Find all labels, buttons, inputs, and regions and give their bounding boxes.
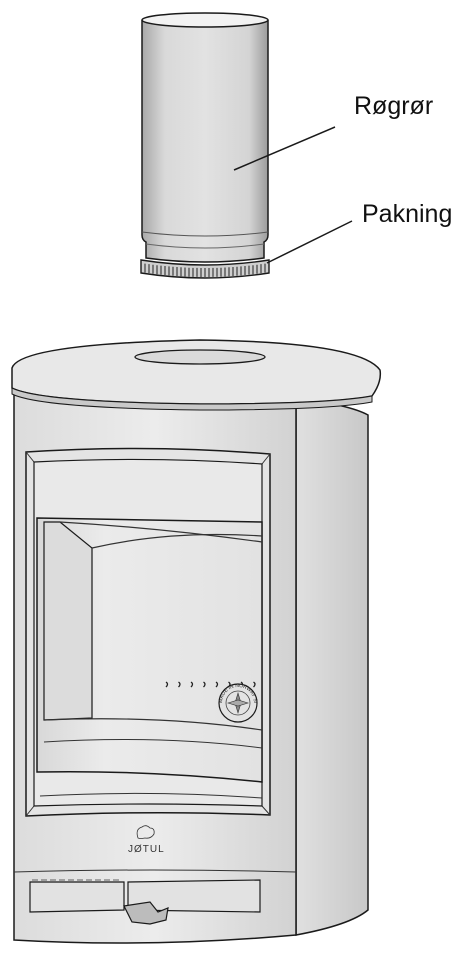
flue-pipe bbox=[142, 13, 268, 262]
flue-pipe-label: Røgrør bbox=[354, 94, 433, 119]
brand-text: JØTUL bbox=[128, 844, 165, 855]
gasket-label: Pakning bbox=[362, 202, 452, 227]
gasket-leader-line bbox=[267, 221, 352, 263]
